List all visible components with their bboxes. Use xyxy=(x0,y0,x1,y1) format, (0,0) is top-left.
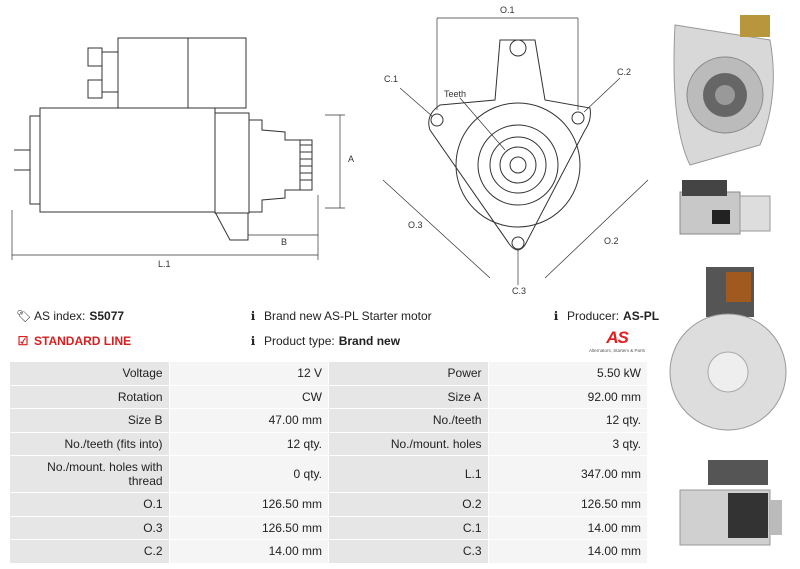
dim-label-o1: O.1 xyxy=(500,5,515,15)
spec-label: No./mount. holes xyxy=(328,432,489,456)
dim-label-o3: O.3 xyxy=(408,220,423,230)
info-icon: ℹ xyxy=(250,309,256,323)
spec-label: C.1 xyxy=(328,516,489,540)
checkbox-icon: ☑ xyxy=(17,334,29,348)
logo-tagline: Alternators, Starters & Parts xyxy=(588,348,646,353)
product-photo-rear[interactable] xyxy=(668,252,788,442)
spec-label: O.1 xyxy=(10,493,170,517)
spec-label: C.2 xyxy=(10,540,170,564)
dim-label-c3: C.3 xyxy=(512,286,526,296)
front-view-drawing xyxy=(428,39,591,251)
spec-value: 126.50 mm xyxy=(169,516,329,540)
spec-value: CW xyxy=(169,385,329,409)
spec-label: Size A xyxy=(328,385,489,409)
product-photo-side-angle[interactable] xyxy=(668,445,793,565)
dim-label-c2: C.2 xyxy=(617,67,631,77)
product-photo-side[interactable] xyxy=(662,172,782,247)
as-index-value: S5077 xyxy=(89,309,125,323)
dim-label-a: A xyxy=(348,154,354,164)
producer-value: AS-PL xyxy=(623,309,660,323)
as-pl-logo: AS Alternators, Starters & Parts xyxy=(583,328,651,353)
dim-label-c1: C.1 xyxy=(384,74,398,84)
spec-value: 14.00 mm xyxy=(488,540,648,564)
spec-value: 347.00 mm xyxy=(488,456,648,493)
teeth-label: Teeth xyxy=(444,89,466,99)
description-text: Brand new AS-PL Starter motor xyxy=(264,309,432,323)
spec-label: Rotation xyxy=(10,385,170,409)
spec-value: 12 qty. xyxy=(169,432,329,456)
spec-label: Power xyxy=(328,362,489,386)
spec-value: 3 qty. xyxy=(488,432,648,456)
logo-mark: AS xyxy=(606,328,629,347)
spec-value: 0 qty. xyxy=(169,456,329,493)
product-type: ℹ Product type: Brand new xyxy=(246,334,400,348)
spec-label: Voltage xyxy=(10,362,170,386)
side-view-drawing xyxy=(14,37,313,241)
standard-line-label: STANDARD LINE xyxy=(34,334,132,348)
as-index-label: AS index: xyxy=(34,309,86,323)
spec-value: 14.00 mm xyxy=(488,516,648,540)
producer: ℹ Producer: AS-PL xyxy=(549,309,659,323)
spec-label: O.2 xyxy=(328,493,489,517)
product-type-value: Brand new xyxy=(338,334,401,348)
table-row: No./teeth (fits into)12 qty.No./mount. h… xyxy=(10,432,648,456)
product-photo-front[interactable] xyxy=(660,5,790,170)
spec-value: 126.50 mm xyxy=(169,493,329,517)
technical-drawing: A B L.1 O.1 O.2 O.3 C.1 C.2 C.3 Teeth xyxy=(11,5,649,296)
dim-label-o2: O.2 xyxy=(604,236,619,246)
info-icon: ℹ xyxy=(553,309,559,323)
spec-value: 126.50 mm xyxy=(488,493,648,517)
spec-value: 47.00 mm xyxy=(169,409,329,433)
spec-label: No./teeth (fits into) xyxy=(10,432,170,456)
info-icon: ℹ xyxy=(250,334,256,348)
standard-line-badge: ☑ STANDARD LINE xyxy=(16,334,132,348)
product-type-label: Product type: xyxy=(264,334,335,348)
spec-label: Size B xyxy=(10,409,170,433)
spec-value: 14.00 mm xyxy=(169,540,329,564)
spec-value: 12 qty. xyxy=(488,409,648,433)
spec-label: No./teeth xyxy=(328,409,489,433)
spec-label: C.3 xyxy=(328,540,489,564)
tag-icon: 🏷 xyxy=(16,309,32,323)
as-index: 🏷 AS index: S5077 xyxy=(16,309,124,323)
spec-label: O.3 xyxy=(10,516,170,540)
spec-value: 5.50 kW xyxy=(488,362,648,386)
spec-label: No./mount. holes with thread xyxy=(10,456,170,493)
spec-value: 92.00 mm xyxy=(488,385,648,409)
dim-label-b: B xyxy=(281,237,287,247)
dim-label-l1: L.1 xyxy=(158,259,171,269)
spec-value: 12 V xyxy=(169,362,329,386)
description: ℹ Brand new AS-PL Starter motor xyxy=(246,309,432,323)
spec-label: L.1 xyxy=(328,456,489,493)
producer-label: Producer: xyxy=(567,309,620,323)
